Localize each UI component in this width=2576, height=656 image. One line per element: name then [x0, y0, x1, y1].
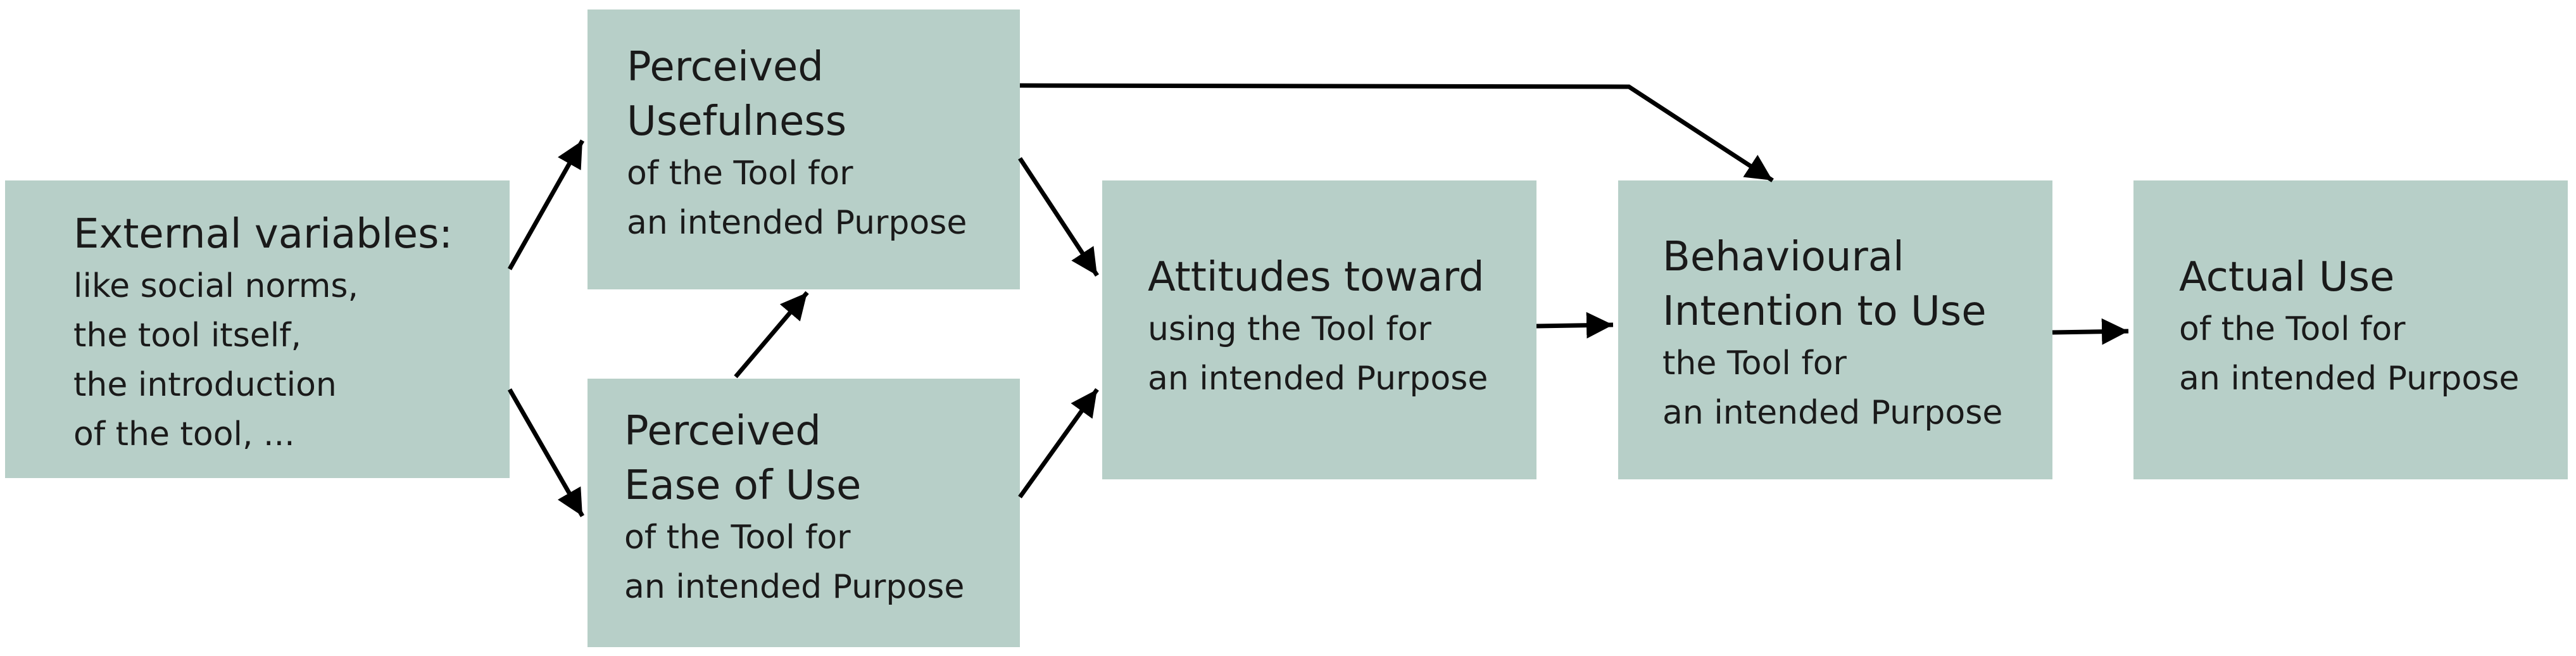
arrow-usefulness-to-intention — [1019, 83, 1774, 182]
node-perceived-usefulness-title: Perceived Usefulness — [627, 44, 847, 145]
node-perceived-usefulness: Perceived Usefulness of the Tool for an … — [587, 9, 1020, 289]
node-attitudes-toward: Attitudes toward using the Tool for an i… — [1102, 180, 1536, 479]
node-actual-use-body: of the Tool for an intended Purpose — [2179, 310, 2520, 398]
node-perceived-ease-of-use: Perceived Ease of Use of the Tool for an… — [587, 379, 1020, 647]
arrow-intention-to-actual — [2052, 318, 2129, 345]
arrow-external-to-usefulness — [507, 139, 585, 270]
node-actual-use: Actual Use of the Tool for an intended P… — [2133, 180, 2568, 479]
node-external-variables-title: External variables: — [73, 211, 453, 258]
arrow-usefulness-to-attitudes — [1018, 157, 1099, 277]
node-perceived-usefulness-body: of the Tool for an intended Purpose — [627, 155, 967, 242]
node-perceived-ease-of-use-title: Perceived Ease of Use — [624, 408, 862, 509]
node-perceived-ease-of-use-body: of the Tool for an intended Purpose — [624, 519, 965, 606]
node-behavioural-intention: Behavioural Intention to Use the Tool fo… — [1618, 180, 2052, 479]
arrow-ease-to-attitudes — [1018, 388, 1099, 499]
node-attitudes-toward-body: using the Tool for an intended Purpose — [1148, 310, 1488, 398]
node-external-variables-body: like social norms, the tool itself, the … — [73, 267, 358, 453]
node-actual-use-title: Actual Use — [2179, 254, 2395, 301]
node-attitudes-toward-title: Attitudes toward — [1148, 254, 1485, 301]
node-external-variables: External variables: like social norms, t… — [5, 180, 510, 478]
node-behavioural-intention-body: the Tool for an intended Purpose — [1662, 344, 2003, 432]
arrow-external-to-ease — [507, 388, 585, 517]
node-behavioural-intention-title: Behavioural Intention to Use — [1662, 234, 1987, 335]
arrow-attitudes-to-intention — [1536, 312, 1614, 339]
arrow-ease-to-usefulness — [734, 291, 809, 379]
